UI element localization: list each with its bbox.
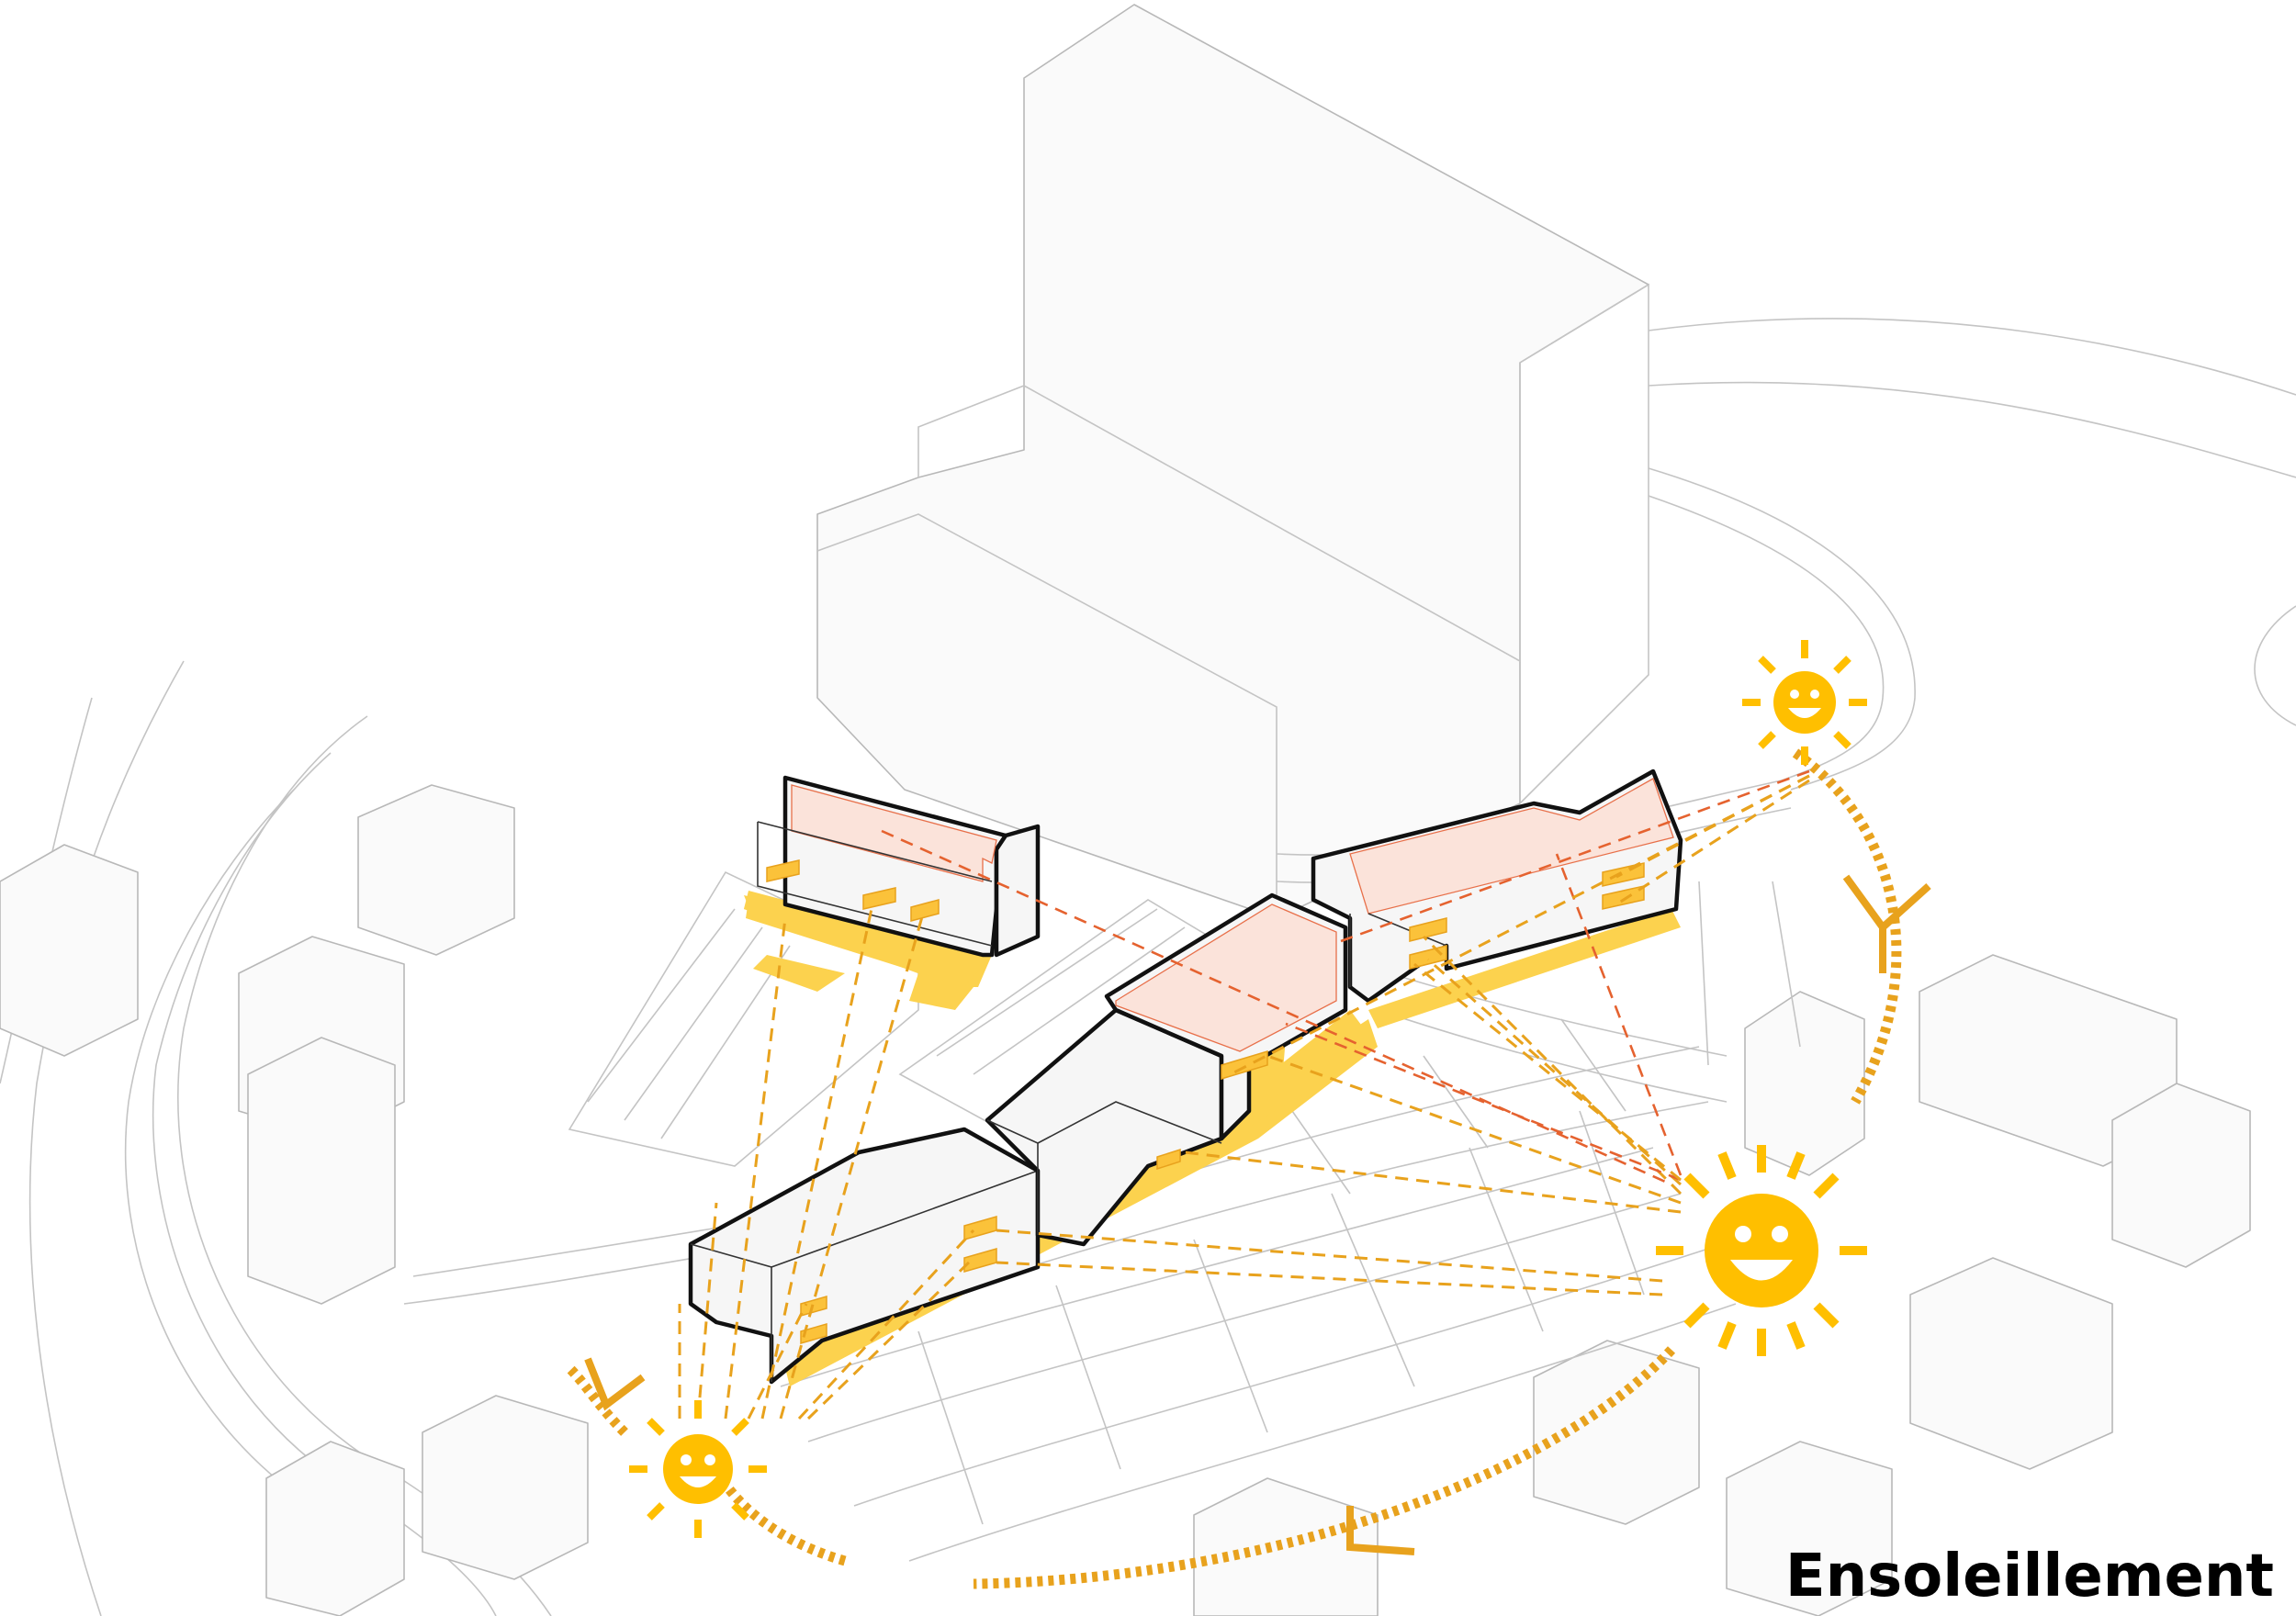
sun-icon-morning bbox=[629, 1400, 767, 1538]
building-b bbox=[688, 1127, 1041, 1385]
building-d bbox=[1104, 892, 1348, 1141]
path-arrow-icon bbox=[584, 1357, 646, 1411]
diagram-caption: Ensoleillement bbox=[1784, 1543, 2274, 1610]
building-e bbox=[1311, 769, 1683, 1004]
context-buildings bbox=[0, 4, 2296, 1616]
sun-icon-noon bbox=[1656, 1145, 1867, 1356]
roof-panels-d bbox=[1115, 903, 1337, 1052]
building-a bbox=[757, 775, 1041, 958]
path-arrow-icon bbox=[1346, 1506, 1415, 1555]
project-buildings bbox=[688, 769, 1683, 1385]
sun-rays bbox=[678, 769, 1810, 1420]
tower-building bbox=[816, 4, 1649, 919]
sun-icon-evening bbox=[1742, 640, 1867, 765]
